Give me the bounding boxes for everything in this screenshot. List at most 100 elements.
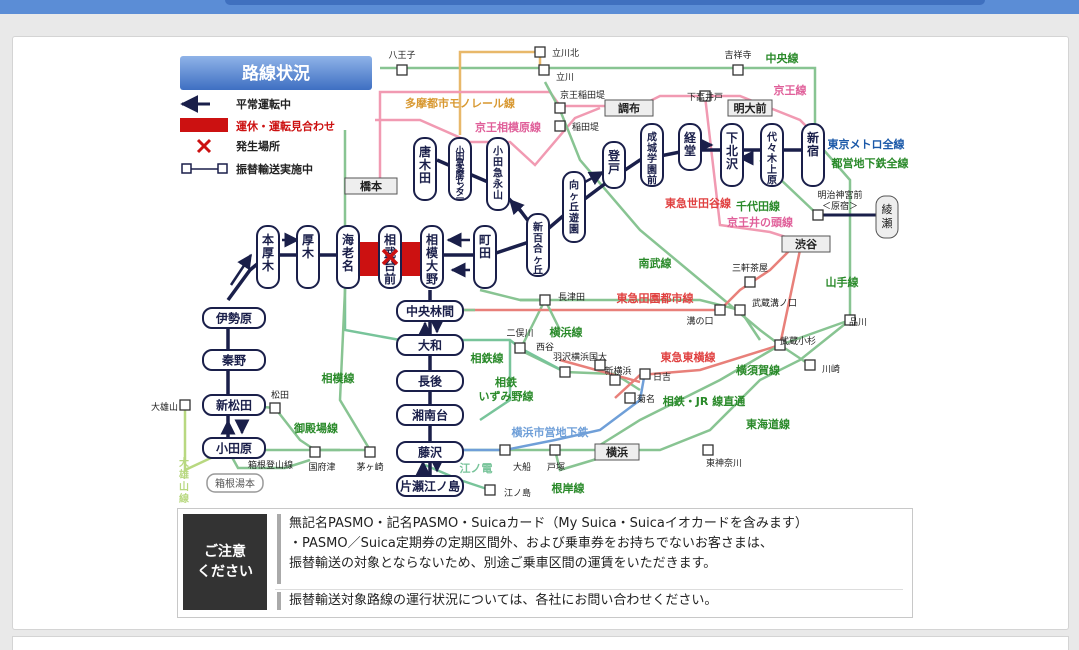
line-label-denentoshi: 東急田園都市線 [617,291,694,305]
station-sangenjaya: 三軒茶屋 [732,262,768,288]
station-label: 川崎 [822,363,840,375]
station-char: 丘 [569,202,579,214]
station-char: 園 [569,224,579,236]
station-label: 藤沢 [417,445,443,460]
station-matsuda: 松田 [269,389,289,414]
station-hon-atsugi: 本厚木 [256,225,280,289]
station-label: 湘南台 [412,408,448,423]
station-char: 田 [493,157,503,169]
station-char: 急 [493,167,503,180]
station-char: 山 [493,189,503,202]
station-char: 丘 [533,265,543,277]
line-label-tokaido: 東海道線 [746,417,790,431]
line-label-sagami: 相模線 [322,371,355,385]
station-char: 厚 [262,246,274,260]
station-label: 片瀬江ノ島 [400,479,460,494]
station-label: 中央林間 [406,304,454,319]
station-char: 小 [492,145,503,158]
yokosuka-line [599,318,851,447]
line-label-enoden: 江ノ電 [460,461,493,475]
station-label: 明治神宮前 [817,189,862,201]
line-label-toei: 都営地下鉄全線 [831,156,909,170]
station-char: 瀬 [882,216,893,230]
station-char: 向 [569,179,579,192]
station-daiyuzan: 大雄山 [151,399,191,413]
station-shimo-takaido: 下高井戸 [687,90,723,103]
notice-line-2: ・PASMO／Suica定期券の定期区間外、および乗車券をお持ちでないお客さまは… [289,536,773,551]
station-char: タ [455,187,464,199]
station-nishiya: 西谷 [536,342,571,378]
station-char: 成 [647,131,657,144]
station-label: 松田 [271,389,289,401]
station-char: 百 [533,232,543,244]
station-label: 橋本 [360,179,382,193]
station-label: 下高井戸 [687,91,723,103]
station-kozu: 国府津 [308,446,336,473]
station-char: ヶ [533,255,543,266]
toyoko-line [614,249,802,399]
station-label: 秦野 [221,353,246,368]
station-ebina: 海老名 [336,225,360,289]
station-kichijoji: 吉祥寺 [724,49,752,76]
line-label-chuo: 中央線 [766,51,799,65]
station-enoshima: 江ノ島 [484,484,531,499]
notice-badge-text: ご注意 ください [197,544,253,580]
station-char: 大 [426,258,438,273]
station-isehara: 伊勢原 [202,307,266,329]
municipal-subway-line [425,371,647,452]
station-noborito: 登戸 [602,141,626,189]
station-label: 吉祥寺 [724,49,751,61]
station-hadano: 秦野 [202,349,266,371]
top-bar [0,0,1079,14]
denentoshi-line [445,244,796,312]
station-char: 前 [647,174,657,187]
station-shin-yokohama: 新横浜 [604,365,632,386]
station-char: 木 [766,152,778,165]
notice-line-1: 無記名PASMO・記名PASMO・Suicaカード（My Suica・Suica… [289,516,808,531]
station-char: 沢 [726,156,739,171]
station-label: 明大前 [734,101,767,115]
station-inadazutsumi: 稲田堤 [554,120,599,133]
station-label: 戸塚 [547,462,565,473]
station-label: 江ノ島 [504,487,531,499]
hakone-tozan-label: 箱根登山線 [248,459,293,471]
line-label-keio-inokashira: 京王井の頭線 [727,215,793,229]
station-harajuku-label: ＜原宿＞ [822,200,858,212]
station-label: 三軒茶屋 [732,262,768,274]
station-label: 立川北 [552,47,579,59]
station-char: 名 [342,258,354,273]
station-char: 新 [533,221,543,234]
station-label: 大雄山 [151,401,178,413]
station-char: 田 [479,246,491,260]
station-keio-inadazutsumi: 京王稲田堤 [554,89,605,114]
yokohama-line-west [479,288,545,302]
station-kyodo: 経堂 [678,123,702,171]
station-char: 下 [726,131,738,145]
station-katase: 片瀬江ノ島 [396,475,464,497]
line-label-chiyoda: 千代田線 [736,199,780,213]
incident-x-icon-map [381,248,399,266]
toyoko-branch [559,358,641,384]
line-label-char: 大 [179,456,189,469]
legend-transfer-label: 振替輸送実施中 [236,162,313,176]
station-shonandai: 湘南台 [396,404,464,426]
station-higashi-kanagawa: 東神奈川 [702,444,742,469]
station-char: 厚 [302,233,314,247]
page-title: 路線状況 [242,63,310,84]
legend-transfer-station-a [181,163,192,174]
station-label: 二俣川 [506,327,533,339]
station-char: 上 [767,163,777,176]
station-char: 遊 [569,212,579,225]
station-fujisawa: 藤沢 [396,441,464,463]
station-hashimoto: 橋本 [344,177,398,195]
station-chogo: 長後 [396,370,464,392]
station-char: 野 [426,272,438,286]
station-char: 原 [767,175,777,187]
station-label: 菊名 [637,393,655,405]
legend-suspended-swatch [180,118,228,132]
station-nagatsuta: 長津田 [539,292,585,306]
station-karakida: 唐木田 [413,137,437,201]
